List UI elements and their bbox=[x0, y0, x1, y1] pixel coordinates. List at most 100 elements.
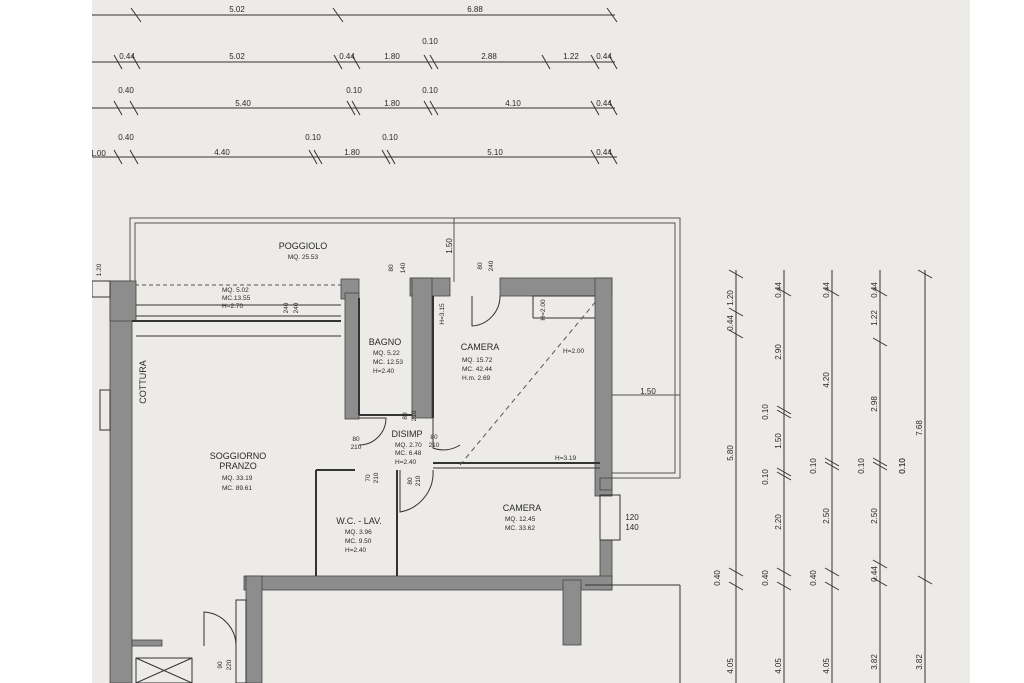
dim-label: 0.40 bbox=[761, 570, 770, 586]
dim-label: 0.10 bbox=[898, 458, 907, 474]
opening-label: 1.50 bbox=[640, 387, 656, 396]
dim-label: 0.40 bbox=[713, 570, 722, 586]
opening-label: 210 bbox=[351, 444, 362, 451]
dim-label: 3.82 bbox=[915, 654, 924, 670]
room-height: H=2.40 bbox=[395, 459, 417, 466]
dim-label: 4.05 bbox=[726, 658, 735, 674]
dimension-labels-top: 5.02 6.88 0.44 5.02 0.44 1.80 0.10 2.88 … bbox=[90, 5, 612, 158]
opening-label: 90 bbox=[217, 661, 224, 669]
room-name-camera-2: CAMERA bbox=[503, 503, 542, 513]
room-area: MQ. 15.72 bbox=[462, 357, 493, 364]
room-volume: MC. 9.50 bbox=[345, 538, 372, 545]
dim-label: 0.44 bbox=[596, 148, 612, 157]
window-openings bbox=[92, 280, 621, 683]
dim-label: 1.00 bbox=[90, 149, 106, 158]
partition-walls bbox=[132, 295, 681, 683]
dim-label: 0.10 bbox=[305, 133, 321, 142]
room-name-soggiorno: SOGGIORNO bbox=[210, 451, 267, 461]
dim-label: 3.82 bbox=[870, 654, 879, 670]
walls bbox=[109, 277, 613, 683]
dim-label: 0.10 bbox=[346, 86, 362, 95]
dim-label: 4.05 bbox=[774, 658, 783, 674]
dim-label: 5.02 bbox=[229, 5, 245, 14]
room-height: H=2.40 bbox=[345, 547, 367, 554]
room-name-camera: CAMERA bbox=[461, 342, 500, 352]
dim-label: 0.10 bbox=[898, 458, 907, 474]
dim-label: 2.88 bbox=[481, 52, 497, 61]
dim-label: 0.44 bbox=[119, 52, 135, 61]
room-name-cottura: COTTURA bbox=[138, 360, 148, 404]
opening-label: 210 bbox=[411, 410, 418, 421]
dim-label: 0.10 bbox=[809, 458, 818, 474]
dim-label: 4.20 bbox=[822, 372, 831, 388]
opening-label: 240 bbox=[488, 260, 495, 271]
dim-label: 0.10 bbox=[857, 458, 866, 474]
opening-label: 240 bbox=[293, 302, 300, 313]
opening-label: 240 bbox=[283, 302, 290, 313]
dimension-labels-right: 1.20 0.44 5.80 0.10 0.40 4.05 0.44 2.90 … bbox=[713, 282, 924, 674]
opening-label: H=2.00 bbox=[563, 348, 585, 355]
door-swings bbox=[203, 295, 501, 683]
opening-label: 1.20 bbox=[96, 263, 103, 276]
room-name-pranzo: PRANZO bbox=[219, 461, 257, 471]
dimension-lines-top bbox=[92, 7, 618, 165]
room-height: H.m. 2.69 bbox=[462, 375, 491, 382]
room-volume: MC. 6.48 bbox=[395, 450, 422, 457]
dim-label: 0.10 bbox=[422, 86, 438, 95]
room-name-bagno: BAGNO bbox=[369, 337, 402, 347]
dim-label: 5.80 bbox=[726, 445, 735, 461]
opening-label: 80 bbox=[388, 264, 395, 272]
dim-label: 4.10 bbox=[505, 99, 521, 108]
dim-label: 2.50 bbox=[822, 508, 831, 524]
dim-label: 1.80 bbox=[384, 52, 400, 61]
dim-label: 1.80 bbox=[384, 99, 400, 108]
dim-label: 0.40 bbox=[118, 86, 134, 95]
dim-label: 6.88 bbox=[467, 5, 483, 14]
room-area: MQ. 5.22 bbox=[373, 350, 400, 357]
room-volume: MC. 42.44 bbox=[462, 366, 492, 373]
dim-label: 0.40 bbox=[118, 133, 134, 142]
opening-label: H=2.00 bbox=[540, 299, 547, 321]
room-volume: MC. 89.61 bbox=[222, 485, 252, 492]
dim-label: 0.44 bbox=[596, 52, 612, 61]
dim-label: 5.02 bbox=[229, 52, 245, 61]
dim-label: 1.80 bbox=[344, 148, 360, 157]
room-height: H=2.70 bbox=[222, 303, 244, 310]
opening-label: 210 bbox=[373, 472, 380, 483]
dim-label: 2.20 bbox=[774, 514, 783, 530]
dim-label: 0.10 bbox=[382, 133, 398, 142]
dim-label: 0.44 bbox=[726, 315, 735, 331]
room-volume: MC. 12.53 bbox=[373, 359, 403, 366]
room-area: MQ. 3.96 bbox=[345, 529, 372, 536]
room-name-disimp: DISIMP bbox=[391, 429, 422, 439]
opening-label: 80 bbox=[402, 412, 409, 420]
room-area: MQ. 12.45 bbox=[505, 516, 536, 523]
room-labels: POGGIOLO MQ. 25.53 MQ. 5.02 MC.13.55 H=2… bbox=[138, 241, 541, 554]
room-area: MQ. 33.19 bbox=[222, 475, 253, 482]
dim-label: 0.44 bbox=[596, 99, 612, 108]
dim-label: 0.44 bbox=[822, 282, 831, 298]
dim-label: 2.90 bbox=[774, 344, 783, 360]
opening-label: 1.50 bbox=[445, 238, 454, 254]
opening-label: 80 bbox=[407, 477, 414, 485]
room-area: MQ. 2.70 bbox=[395, 442, 422, 449]
room-name-poggiolo: POGGIOLO bbox=[279, 241, 328, 251]
dim-label: 1.22 bbox=[563, 52, 579, 61]
opening-label: 140 bbox=[400, 262, 407, 273]
room-volume: MC.13.55 bbox=[222, 295, 251, 302]
room-height: H=2.40 bbox=[373, 368, 395, 375]
opening-label: 80 bbox=[477, 262, 484, 270]
dim-label: 0.10 bbox=[761, 404, 770, 420]
dim-label: 1.22 bbox=[870, 310, 879, 326]
opening-label: H=3.15 bbox=[439, 303, 446, 325]
dim-label: 2.98 bbox=[870, 396, 879, 412]
dim-label: 1.50 bbox=[774, 433, 783, 449]
opening-annotations: 1.20 240 240 80 140 1.50 80 240 H=3.15 H… bbox=[96, 238, 656, 671]
dim-label: 0.44 bbox=[774, 282, 783, 298]
dim-label: 5.40 bbox=[235, 99, 251, 108]
opening-label: 140 bbox=[625, 523, 639, 532]
dim-label: 0.40 bbox=[809, 570, 818, 586]
dim-label: 0.44 bbox=[870, 566, 879, 582]
opening-label: 210 bbox=[429, 442, 440, 449]
